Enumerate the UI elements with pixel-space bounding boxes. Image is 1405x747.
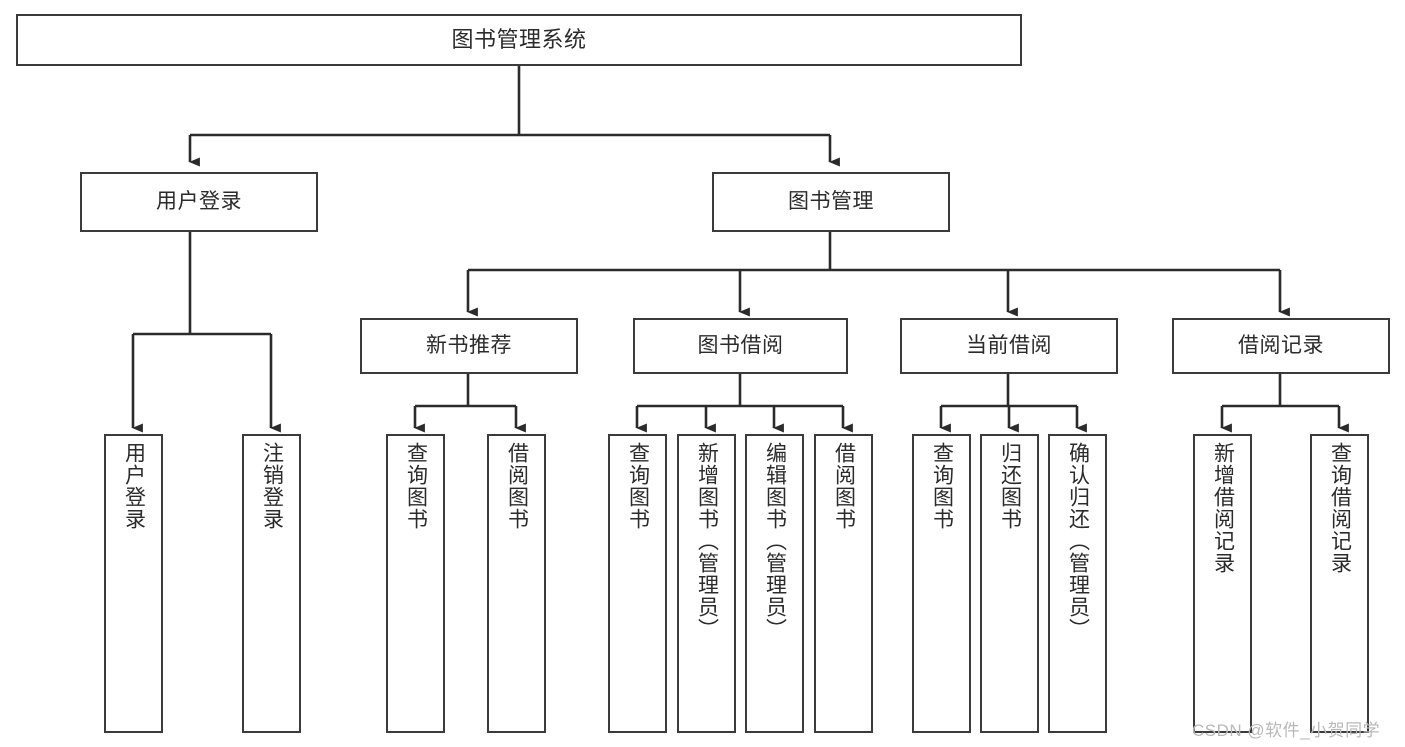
node-leaf-add-record[interactable]: 新增借阅记录 [1193,434,1252,733]
node-leaf-query-record-label: 查询借阅记录 [1328,442,1352,574]
node-book-management-label: 图书管理 [788,189,874,213]
node-leaf-add-record-label: 新增借阅记录 [1211,442,1235,574]
node-leaf-return-book[interactable]: 归还图书 [980,434,1039,733]
node-book-borrow[interactable]: 图书借阅 [633,318,848,374]
csdn-watermark: CSDN @软件_小贺同学 [1192,721,1381,740]
node-leaf-add-book[interactable]: 新增图书（管理员） [677,434,736,733]
node-leaf-query-record[interactable]: 查询借阅记录 [1310,434,1369,733]
node-leaf-borrow-book-1[interactable]: 借阅图书 [487,434,546,733]
node-leaf-borrow-book-1-label: 借阅图书 [505,442,529,530]
node-leaf-query-book-2[interactable]: 查询图书 [608,434,667,733]
node-leaf-query-book-3-label: 查询图书 [930,442,954,530]
node-leaf-borrow-book-2-label: 借阅图书 [832,442,856,530]
node-leaf-confirm-return[interactable]: 确认归还（管理员） [1048,434,1107,733]
node-leaf-query-book-1-label: 查询图书 [404,442,428,530]
node-root[interactable]: 图书管理系统 [16,14,1022,66]
node-new-book-recommend-label: 新书推荐 [426,333,512,357]
node-leaf-logout-label: 注销登录 [260,442,284,530]
node-leaf-user-login[interactable]: 用户登录 [104,434,163,733]
node-leaf-return-book-label: 归还图书 [998,442,1022,530]
node-current-borrow-label: 当前借阅 [966,333,1052,357]
node-book-management[interactable]: 图书管理 [712,172,950,232]
node-leaf-query-book-3[interactable]: 查询图书 [912,434,971,733]
node-leaf-edit-book-label: 编辑图书（管理员） [763,442,787,640]
node-book-borrow-label: 图书借阅 [697,333,784,357]
node-borrow-record-label: 借阅记录 [1238,333,1324,357]
node-leaf-edit-book[interactable]: 编辑图书（管理员） [745,434,804,733]
node-current-borrow[interactable]: 当前借阅 [900,318,1118,374]
node-user-login-label: 用户登录 [156,189,242,213]
node-new-book-recommend[interactable]: 新书推荐 [360,318,578,374]
node-user-login[interactable]: 用户登录 [80,172,318,232]
node-leaf-query-book-2-label: 查询图书 [626,442,650,530]
node-leaf-add-book-label: 新增图书（管理员） [695,442,719,640]
node-root-label: 图书管理系统 [451,27,587,53]
node-leaf-user-login-label: 用户登录 [122,442,146,530]
node-leaf-confirm-return-label: 确认归还（管理员） [1066,442,1090,640]
node-leaf-query-book-1[interactable]: 查询图书 [386,434,445,733]
node-leaf-logout[interactable]: 注销登录 [242,434,301,733]
node-borrow-record[interactable]: 借阅记录 [1172,318,1390,374]
node-leaf-borrow-book-2[interactable]: 借阅图书 [814,434,873,733]
